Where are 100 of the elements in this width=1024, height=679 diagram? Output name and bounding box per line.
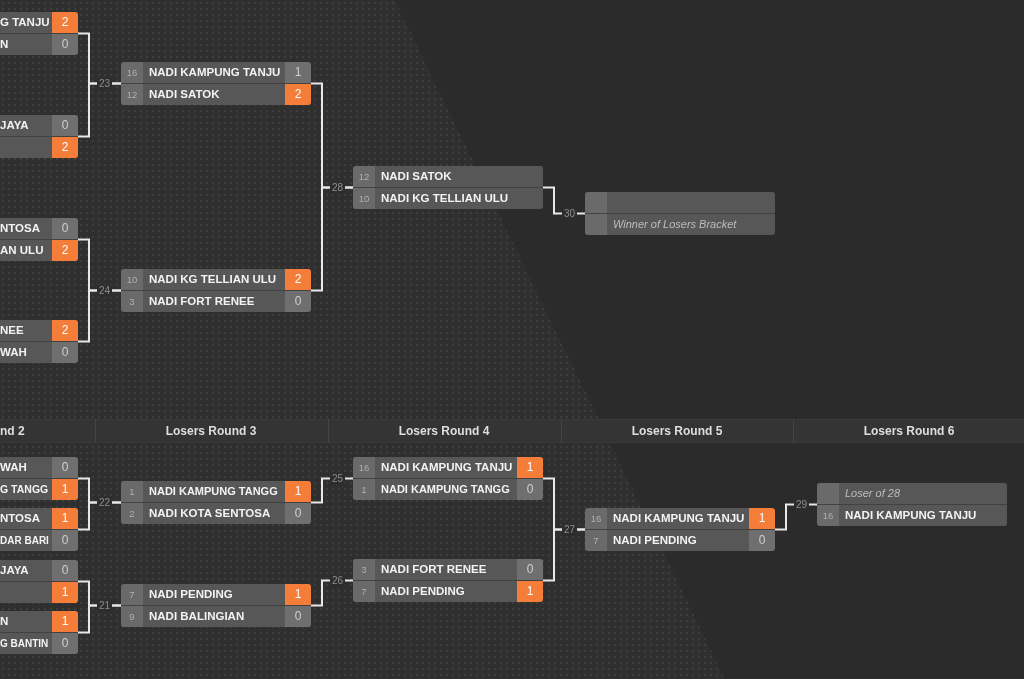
seed-number: 9: [121, 606, 143, 627]
score: 0: [749, 530, 775, 551]
winning-score: 1: [52, 479, 78, 500]
score: 0: [52, 633, 78, 654]
score: 0: [52, 457, 78, 478]
round-header: nd 2: [0, 425, 25, 438]
team-name: NADI KAMPUNG TANJU: [613, 511, 745, 526]
score: 0: [52, 560, 78, 581]
match-number: 30: [562, 207, 578, 220]
seed-number: 10: [353, 188, 375, 209]
team-name: NADI PENDING: [149, 587, 233, 602]
seed-number: 10: [121, 269, 143, 290]
bracket-line: [77, 289, 122, 343]
round-header: Losers Round 6: [863, 425, 955, 438]
winning-score: 2: [52, 240, 78, 261]
seed-number: 12: [121, 84, 143, 105]
team-name: NADI SATOK: [149, 87, 220, 102]
winning-score: 2: [285, 84, 311, 105]
team-name: AN ULU: [0, 243, 44, 258]
round-header: Losers Round 3: [165, 425, 257, 438]
match-box: [121, 62, 311, 105]
score: 0: [285, 606, 311, 627]
bracket-line: [77, 82, 122, 138]
seed-number: 16: [121, 62, 143, 83]
match-number: 29: [794, 498, 810, 511]
seed-number: 7: [585, 530, 607, 551]
seed-number: 16: [353, 457, 375, 478]
score: 0: [52, 218, 78, 239]
score: 0: [52, 530, 78, 551]
team-name: NADI KAMPUNG TANJU: [149, 65, 281, 80]
score: 0: [52, 34, 78, 55]
seed-number: 16: [817, 505, 839, 526]
team-name: NADI FORT RENEE: [149, 294, 255, 309]
match-box: [585, 192, 775, 235]
score: 1: [285, 62, 311, 83]
match-box: [121, 584, 311, 627]
round-header: Losers Round 4: [398, 425, 490, 438]
score: 0: [52, 342, 78, 363]
team-name: NADI PENDING: [613, 533, 697, 548]
placeholder-text: Winner of Losers Bracket: [613, 217, 737, 232]
match-box: [353, 166, 543, 209]
match-box: [817, 483, 1007, 526]
match-box: [353, 457, 543, 500]
score: 0: [285, 291, 311, 312]
team-name: NEE: [0, 323, 24, 338]
team-name: G BANTIN: [0, 637, 49, 651]
bracket-line: [310, 186, 354, 292]
winning-score: 1: [517, 457, 543, 478]
team-name: NADI KAMPUNG TANJU: [381, 460, 513, 475]
score: 0: [517, 559, 543, 580]
seed-number: 2: [121, 503, 143, 524]
team-name: WAH: [0, 345, 27, 360]
bracket-line: [542, 528, 586, 582]
score: 0: [517, 479, 543, 500]
seed-number: 7: [121, 584, 143, 605]
winning-score: 1: [285, 481, 311, 502]
match-box: [121, 269, 311, 312]
team-name: JAYA: [0, 118, 29, 133]
bracket-line: [77, 501, 122, 531]
team-name: WAH: [0, 460, 27, 475]
winning-score: 1: [52, 508, 78, 529]
winning-score: 2: [285, 269, 311, 290]
match-box: [121, 481, 311, 524]
team-name: N: [0, 37, 9, 52]
team-name: NADI KAMPUNG TANGG: [149, 484, 278, 499]
bracket-line: [77, 604, 122, 634]
winning-score: 2: [52, 320, 78, 341]
team-name: DAR BARI: [0, 534, 49, 548]
match-box: [353, 559, 543, 602]
winning-score: 1: [517, 581, 543, 602]
winning-score: 2: [52, 137, 78, 158]
team-name: NADI BALINGIAN: [149, 609, 245, 624]
seed-number: 3: [353, 559, 375, 580]
score: 0: [285, 503, 311, 524]
team-name: NADI KOTA SENTOSA: [149, 506, 271, 521]
match-box: [585, 508, 775, 551]
placeholder-text: Loser of 28: [845, 486, 901, 501]
team-name: NTOSA: [0, 221, 41, 236]
winning-score: 1: [52, 582, 78, 603]
winning-score: 2: [52, 12, 78, 33]
seed-number: 16: [585, 508, 607, 529]
score: 0: [52, 115, 78, 136]
team-name: G TANJU: [0, 15, 50, 30]
team-name: NADI KAMPUNG TANJU: [845, 508, 977, 523]
team-name: JAYA: [0, 563, 29, 578]
winning-score: 1: [52, 611, 78, 632]
team-name: G TANGG: [0, 482, 49, 497]
winning-score: 1: [285, 584, 311, 605]
round-header: Losers Round 5: [631, 425, 723, 438]
team-name: NADI KG TELLIAN ULU: [381, 191, 509, 206]
seed-number: 1: [121, 481, 143, 502]
seed-number: 1: [353, 479, 375, 500]
team-name: NADI KAMPUNG TANGG: [381, 482, 510, 497]
winning-score: 1: [749, 508, 775, 529]
team-name: N: [0, 614, 9, 629]
seed-number: 12: [353, 166, 375, 187]
seed-number: 3: [121, 291, 143, 312]
team-name: NADI SATOK: [381, 169, 452, 184]
team-name: NADI PENDING: [381, 584, 465, 599]
team-name: NTOSA: [0, 511, 41, 526]
